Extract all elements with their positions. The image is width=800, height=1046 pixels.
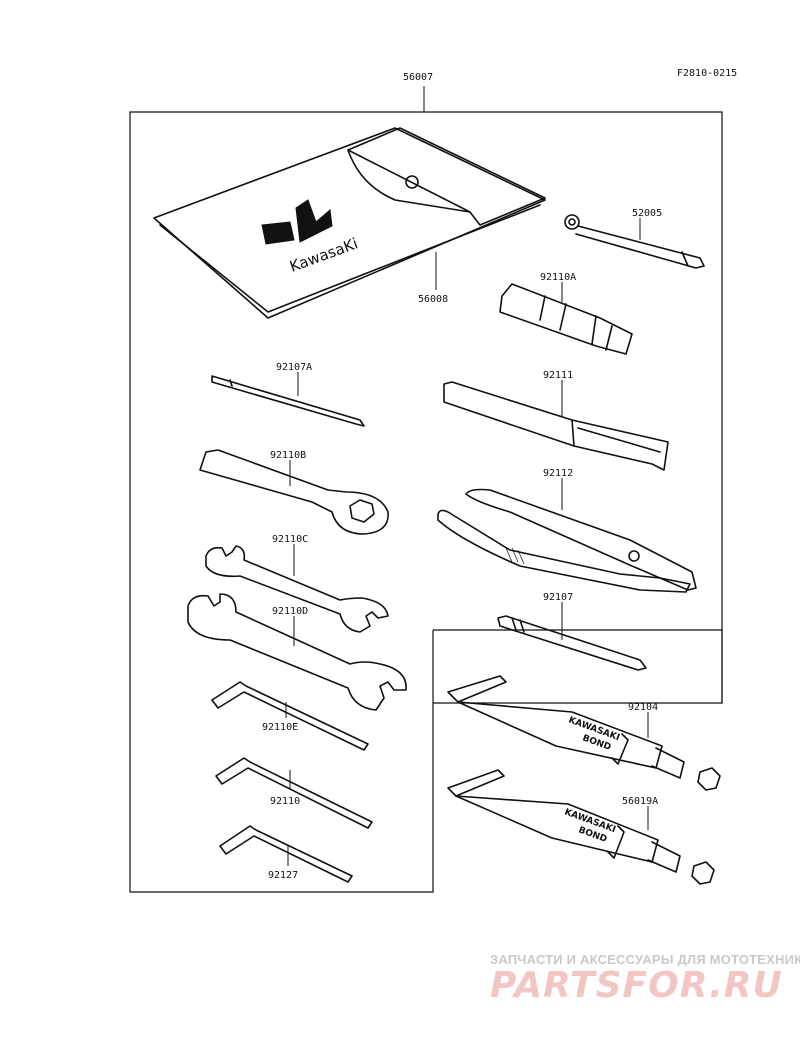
label-hex-wrench-small: 92127 [268, 870, 298, 881]
wrench-large [187, 593, 407, 711]
ring-spanner [199, 449, 389, 535]
hex-wrench-large [211, 681, 369, 751]
wrench-small [205, 545, 389, 633]
screwdriver-short [211, 375, 365, 427]
label-pouch: 56008 [418, 294, 448, 305]
label-kit: 56007 [403, 72, 433, 83]
figure-code: F2810-0215 [677, 68, 737, 79]
kit-frame [129, 86, 723, 893]
label-screwdriver-grip: 92111 [543, 370, 573, 381]
label-ring-spanner: 92110B [270, 450, 306, 461]
watermark-caption: ЗАПЧАСТИ И АКСЕССУАРЫ ДЛЯ МОТОТЕХНИКИ [490, 952, 800, 967]
tool-pouch: KawasaKi [153, 127, 546, 319]
label-screwdriver: 92107 [543, 592, 573, 603]
watermark-logo: PARTSFOR.RU [490, 965, 783, 1006]
screwdriver-grip [443, 381, 669, 471]
label-screwdriver-short: 92107A [276, 362, 312, 373]
screwdriver [497, 615, 647, 671]
hex-wrench-small [219, 825, 353, 883]
label-plug-wrench-handle: 52005 [632, 208, 662, 219]
label-pliers: 92112 [543, 468, 573, 479]
label-hex-wrench-large: 92110E [262, 722, 298, 733]
pliers [437, 488, 697, 593]
label-bond-tube-1: 92104 [628, 702, 658, 713]
label-wrench-large: 92110D [272, 606, 308, 617]
label-plug-wrench: 92110A [540, 272, 576, 283]
label-wrench-small: 92110C [272, 534, 308, 545]
plug-wrench-handle [564, 214, 705, 269]
label-bond-tube-2: 56019A [622, 796, 658, 807]
plug-wrench [499, 283, 633, 355]
bond-tube-2: KAWASAKI BOND [447, 769, 715, 885]
hex-wrench-medium [215, 757, 373, 829]
pouch-brand: KawasaKi [287, 234, 360, 275]
label-hex-wrench-medium: 92110 [270, 796, 300, 807]
